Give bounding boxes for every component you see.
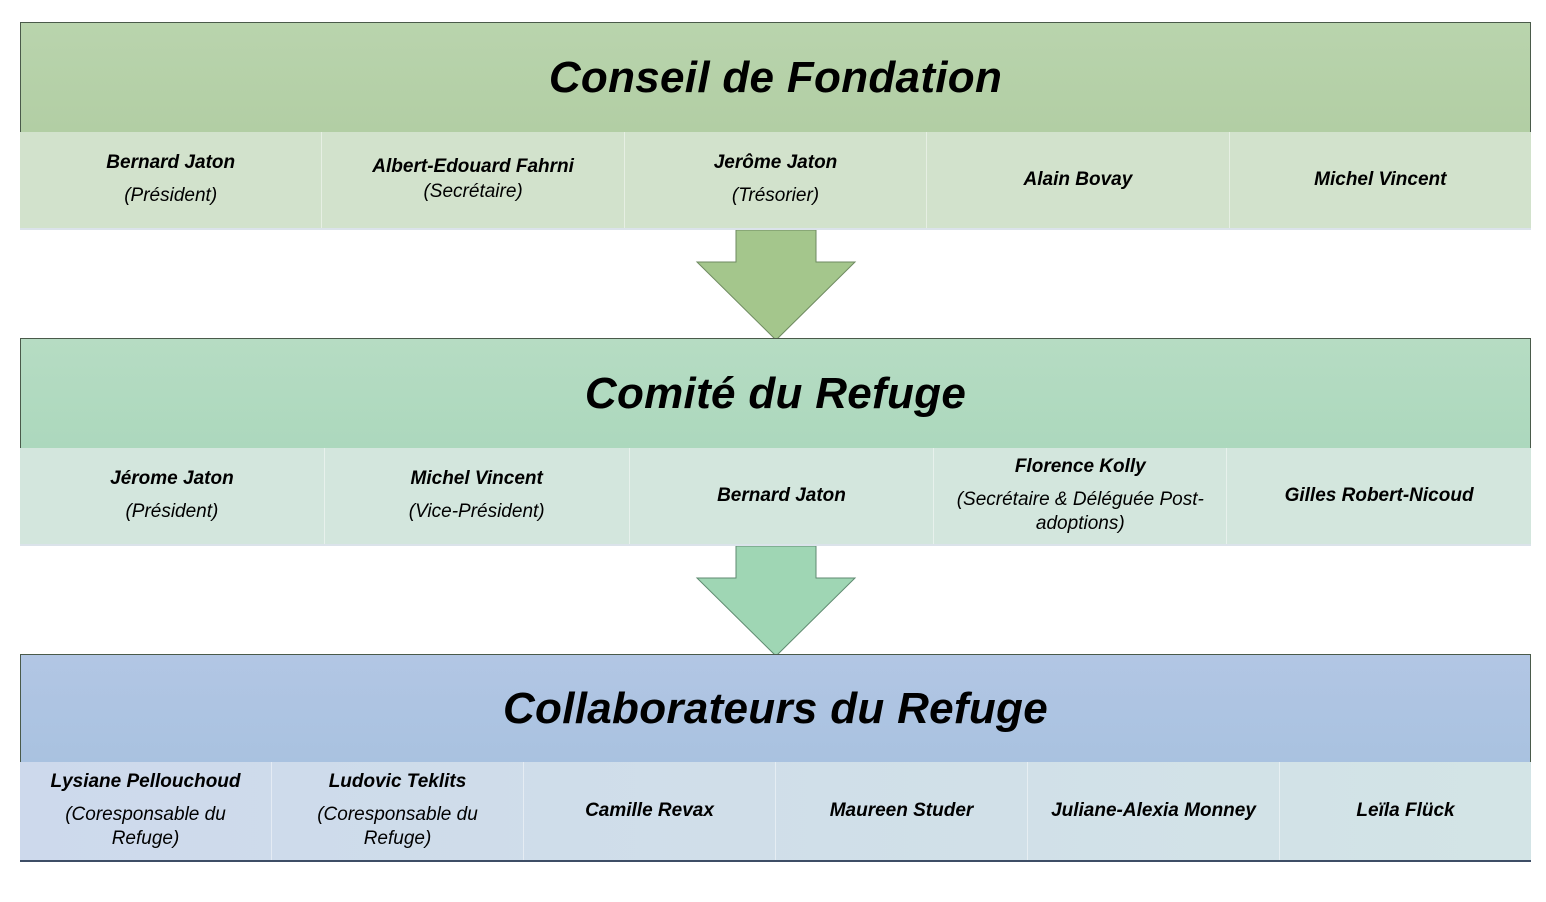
member-name: Jérome Jaton — [110, 468, 234, 489]
members-row: Lysiane Pellouchoud (Coresponsable du Re… — [20, 762, 1531, 862]
member-role: (Président) — [124, 185, 218, 206]
member-name: Michel Vincent — [1314, 169, 1447, 190]
member-name: Ludovic Teklits — [328, 771, 467, 792]
member-name: Lysiane Pellouchoud — [50, 771, 241, 792]
member-name: Camille Revax — [585, 800, 714, 821]
member-name: Bernard Jaton — [106, 152, 236, 173]
member-name: Alain Bovay — [1023, 169, 1133, 190]
section-title: Comité du Refuge — [584, 368, 967, 418]
member-name: Albert-Edouard Fahrni — [372, 156, 574, 177]
member-name: Jerôme Jaton — [713, 152, 838, 173]
member-role: (Vice-Président) — [408, 501, 545, 522]
member-name: Leïla Flück — [1356, 800, 1455, 821]
member-cell: Michel Vincent — [1230, 132, 1531, 228]
comite-du-refuge-section: Comité du Refuge Jérome Jaton (Président… — [20, 338, 1531, 546]
member-role: (Trésorier) — [731, 185, 820, 206]
collaborateurs-du-refuge-section: Collaborateurs du Refuge Lysiane Pellouc… — [20, 654, 1531, 862]
member-name: Gilles Robert-Nicoud — [1284, 485, 1474, 506]
section-header: Collaborateurs du Refuge — [20, 654, 1531, 762]
member-role: (Coresponsable du Refuge) — [65, 804, 226, 849]
section-header: Conseil de Fondation — [20, 22, 1531, 132]
member-cell: Ludovic Teklits (Coresponsable du Refuge… — [272, 762, 524, 860]
down-arrow-icon — [695, 230, 857, 341]
member-name: Maureen Studer — [829, 800, 974, 821]
member-cell: Maureen Studer — [776, 762, 1028, 860]
member-cell: Florence Kolly (Secrétaire & Déléguée Po… — [934, 448, 1228, 544]
members-row: Bernard Jaton (Président) Albert-Edouard… — [20, 132, 1531, 230]
member-name: Florence Kolly — [1014, 456, 1146, 477]
member-name: Michel Vincent — [410, 468, 543, 489]
member-cell: Jérome Jaton (Président) — [20, 448, 325, 544]
member-name: Bernard Jaton — [717, 485, 846, 506]
section-title: Conseil de Fondation — [548, 52, 1003, 102]
member-role: (Coresponsable du Refuge) — [317, 804, 478, 849]
member-cell: Alain Bovay — [927, 132, 1230, 228]
member-cell: Jerôme Jaton (Trésorier) — [625, 132, 928, 228]
down-arrow-icon — [695, 546, 857, 657]
member-cell: Michel Vincent (Vice-Président) — [325, 448, 630, 544]
member-cell: Bernard Jaton — [630, 448, 935, 544]
member-cell: Leïla Flück — [1280, 762, 1531, 860]
member-name: Juliane-Alexia Monney — [1051, 800, 1256, 821]
conseil-de-fondation-section: Conseil de Fondation Bernard Jaton (Prés… — [20, 22, 1531, 230]
member-cell: Gilles Robert-Nicoud — [1227, 448, 1531, 544]
section-header: Comité du Refuge — [20, 338, 1531, 448]
member-cell: Bernard Jaton (Président) — [20, 132, 323, 228]
member-role: (Secrétaire & Déléguée Post-adoptions) — [956, 489, 1204, 534]
member-cell: Albert-Edouard Fahrni (Secrétaire) — [322, 132, 625, 228]
member-cell: Lysiane Pellouchoud (Coresponsable du Re… — [20, 762, 272, 860]
section-title: Collaborateurs du Refuge — [502, 683, 1049, 733]
member-cell: Camille Revax — [524, 762, 776, 860]
member-role: (Secrétaire) — [423, 181, 523, 202]
member-role: (Président) — [125, 501, 219, 522]
members-row: Jérome Jaton (Président) Michel Vincent … — [20, 448, 1531, 546]
member-cell: Juliane-Alexia Monney — [1028, 762, 1280, 860]
